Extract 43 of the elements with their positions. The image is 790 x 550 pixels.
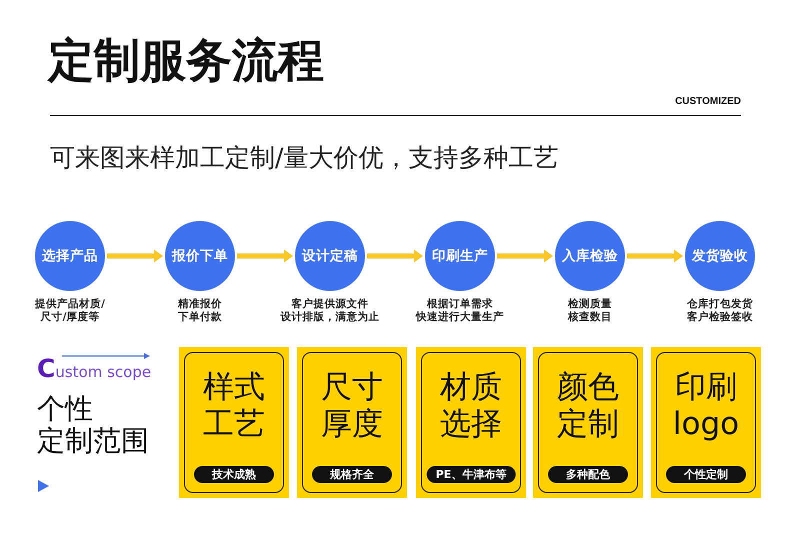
scope-card xyxy=(297,347,407,498)
card-title: 样式工艺 xyxy=(202,369,266,443)
tag-badge: 规格齐全 xyxy=(312,466,392,483)
scope-card xyxy=(651,347,761,498)
step-label: 发货验收 xyxy=(692,248,748,264)
step-description: 核查数目 xyxy=(568,311,612,324)
arrow xyxy=(367,250,423,262)
step-description: 根据订单需求 xyxy=(427,298,493,311)
step-description: 客户检验签收 xyxy=(687,311,753,324)
subtitle-text: 可来图来样加工定制/量大价优，支持多种工艺 xyxy=(50,143,558,173)
tag-badge: PE、牛津布等 xyxy=(426,466,516,483)
section-heading: 定制范围 xyxy=(37,425,149,457)
section-heading: 个性 xyxy=(37,393,93,425)
step-description: 下单付款 xyxy=(178,311,222,324)
step-description: 提供产品材质/尺寸/厚度等 xyxy=(35,298,105,324)
card-title: 材质选择 xyxy=(439,369,503,443)
step-label: 报价下单 xyxy=(172,248,228,264)
step-description: 仓库打包发货 xyxy=(687,298,753,310)
scope-card xyxy=(179,347,289,498)
step-description: 精准报价 xyxy=(178,298,222,311)
tag-badge: 个性定制 xyxy=(666,466,746,483)
step-label: 选择产品 xyxy=(42,248,98,264)
scope-card xyxy=(533,347,643,498)
arrow xyxy=(627,250,683,262)
arrow xyxy=(237,250,293,262)
step-label: 入库检验 xyxy=(562,248,618,264)
step-description: 客户提供源文件 xyxy=(292,298,368,311)
step-description: 快速进行大量生产 xyxy=(416,311,504,324)
step-label: 印刷生产 xyxy=(432,248,488,264)
card-title: 颜色定制 xyxy=(556,369,620,443)
card-title: 印刷 logo xyxy=(672,369,740,443)
scope-card xyxy=(416,347,526,498)
page-title: 定制服务流程 xyxy=(48,33,324,87)
arrow xyxy=(107,250,163,262)
step-label: 设计定稿 xyxy=(302,248,358,264)
step-description: 设计排版，满意为止 xyxy=(280,311,380,324)
card-title: 尺寸厚度 xyxy=(320,369,384,443)
tag-badge: 多种配色 xyxy=(548,466,628,483)
arrow xyxy=(497,250,553,262)
scope-heading: Custom scope xyxy=(37,359,152,382)
tag-badge: 技术成熟 xyxy=(194,466,274,483)
step-description: 检测质量 xyxy=(568,298,612,311)
section-tag: CUSTOMIZED xyxy=(675,96,741,108)
